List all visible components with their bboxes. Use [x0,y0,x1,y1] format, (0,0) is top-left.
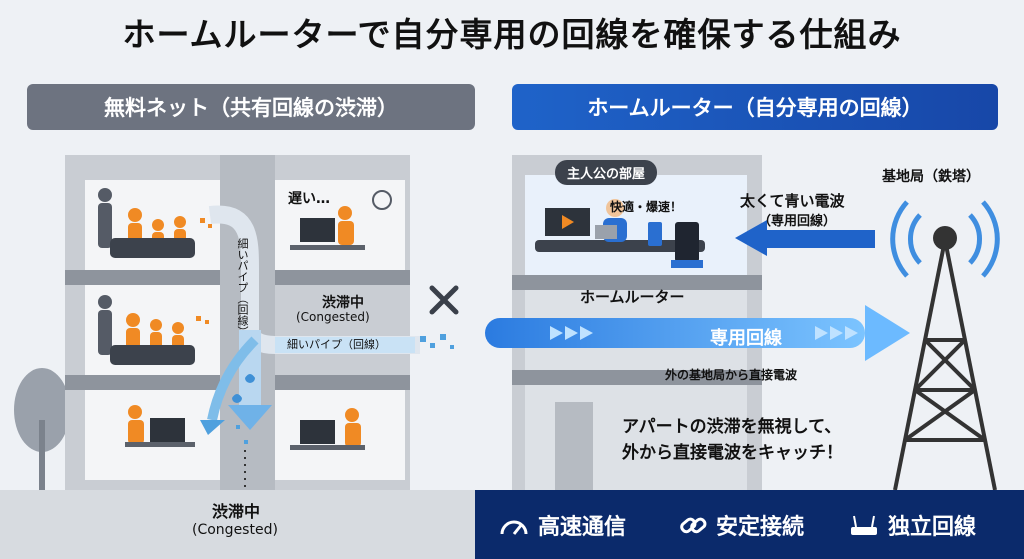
wave-label-1: 太くて青い電波 [740,192,845,210]
radio-wave-icon [890,200,1000,278]
tower-label: 基地局（鉄塔） [882,169,980,185]
link-icon [680,517,707,534]
beam-label: 専用回線 [710,328,782,349]
door-icon [555,402,593,490]
cell-tower-icon [893,239,997,490]
wave-label-2: （専用回線） [758,214,837,229]
page-title: ホームルーターで自分専用の回線を確保する仕組み [122,15,902,54]
right-section-header: ホームルーター（自分専用の回線） [512,84,998,130]
router-device-icon [675,222,699,262]
speedometer-icon [500,520,528,535]
clock-icon [372,190,392,210]
feature-label: 安定接続 [716,515,805,540]
feature-high-speed: 高速通信 [498,505,626,545]
router-icon [851,515,877,535]
blocked-x-icon [429,285,459,315]
congested-bottom-en: (Congested) [192,522,278,538]
feature-independent: 独立回線 [848,505,976,545]
congested-mid-en: (Congested) [296,310,370,324]
note-line-2: 外から直接電波をキャッチ！ [622,443,843,463]
left-section-header: 無料ネット（共有回線の渋滞） [27,84,475,130]
direct-label: 外の基地局から直接電波 [665,368,798,382]
pipe-horizontal-label: 細いパイプ（回線） [287,338,386,351]
wave-arrow [735,220,875,256]
slow-label: 遅い… [288,191,330,207]
right-footer [475,490,1024,559]
note-line-1: アパートの渋滞を無視して、 [622,417,842,437]
pipe-vertical-label: 細いパイプ（回線） [236,238,249,337]
congested-mid-jp: 渋滞中 [322,295,364,311]
feature-stable: 安定接続 [678,505,804,545]
tree-icon [14,368,70,490]
phone-icon [648,222,662,246]
comfort-label: 快適・爆速！ [610,200,683,214]
router-label: ホームルーター [580,288,685,306]
feature-label: 独立回線 [888,515,977,540]
congested-bottom-jp: 渋滞中 [212,502,261,521]
feature-label: 高速通信 [538,515,627,540]
right-apartment-illustration [485,155,1000,490]
left-footer [0,490,475,559]
left-apartment-illustration [14,155,459,490]
room-label: 主人公の部屋 [555,160,658,185]
